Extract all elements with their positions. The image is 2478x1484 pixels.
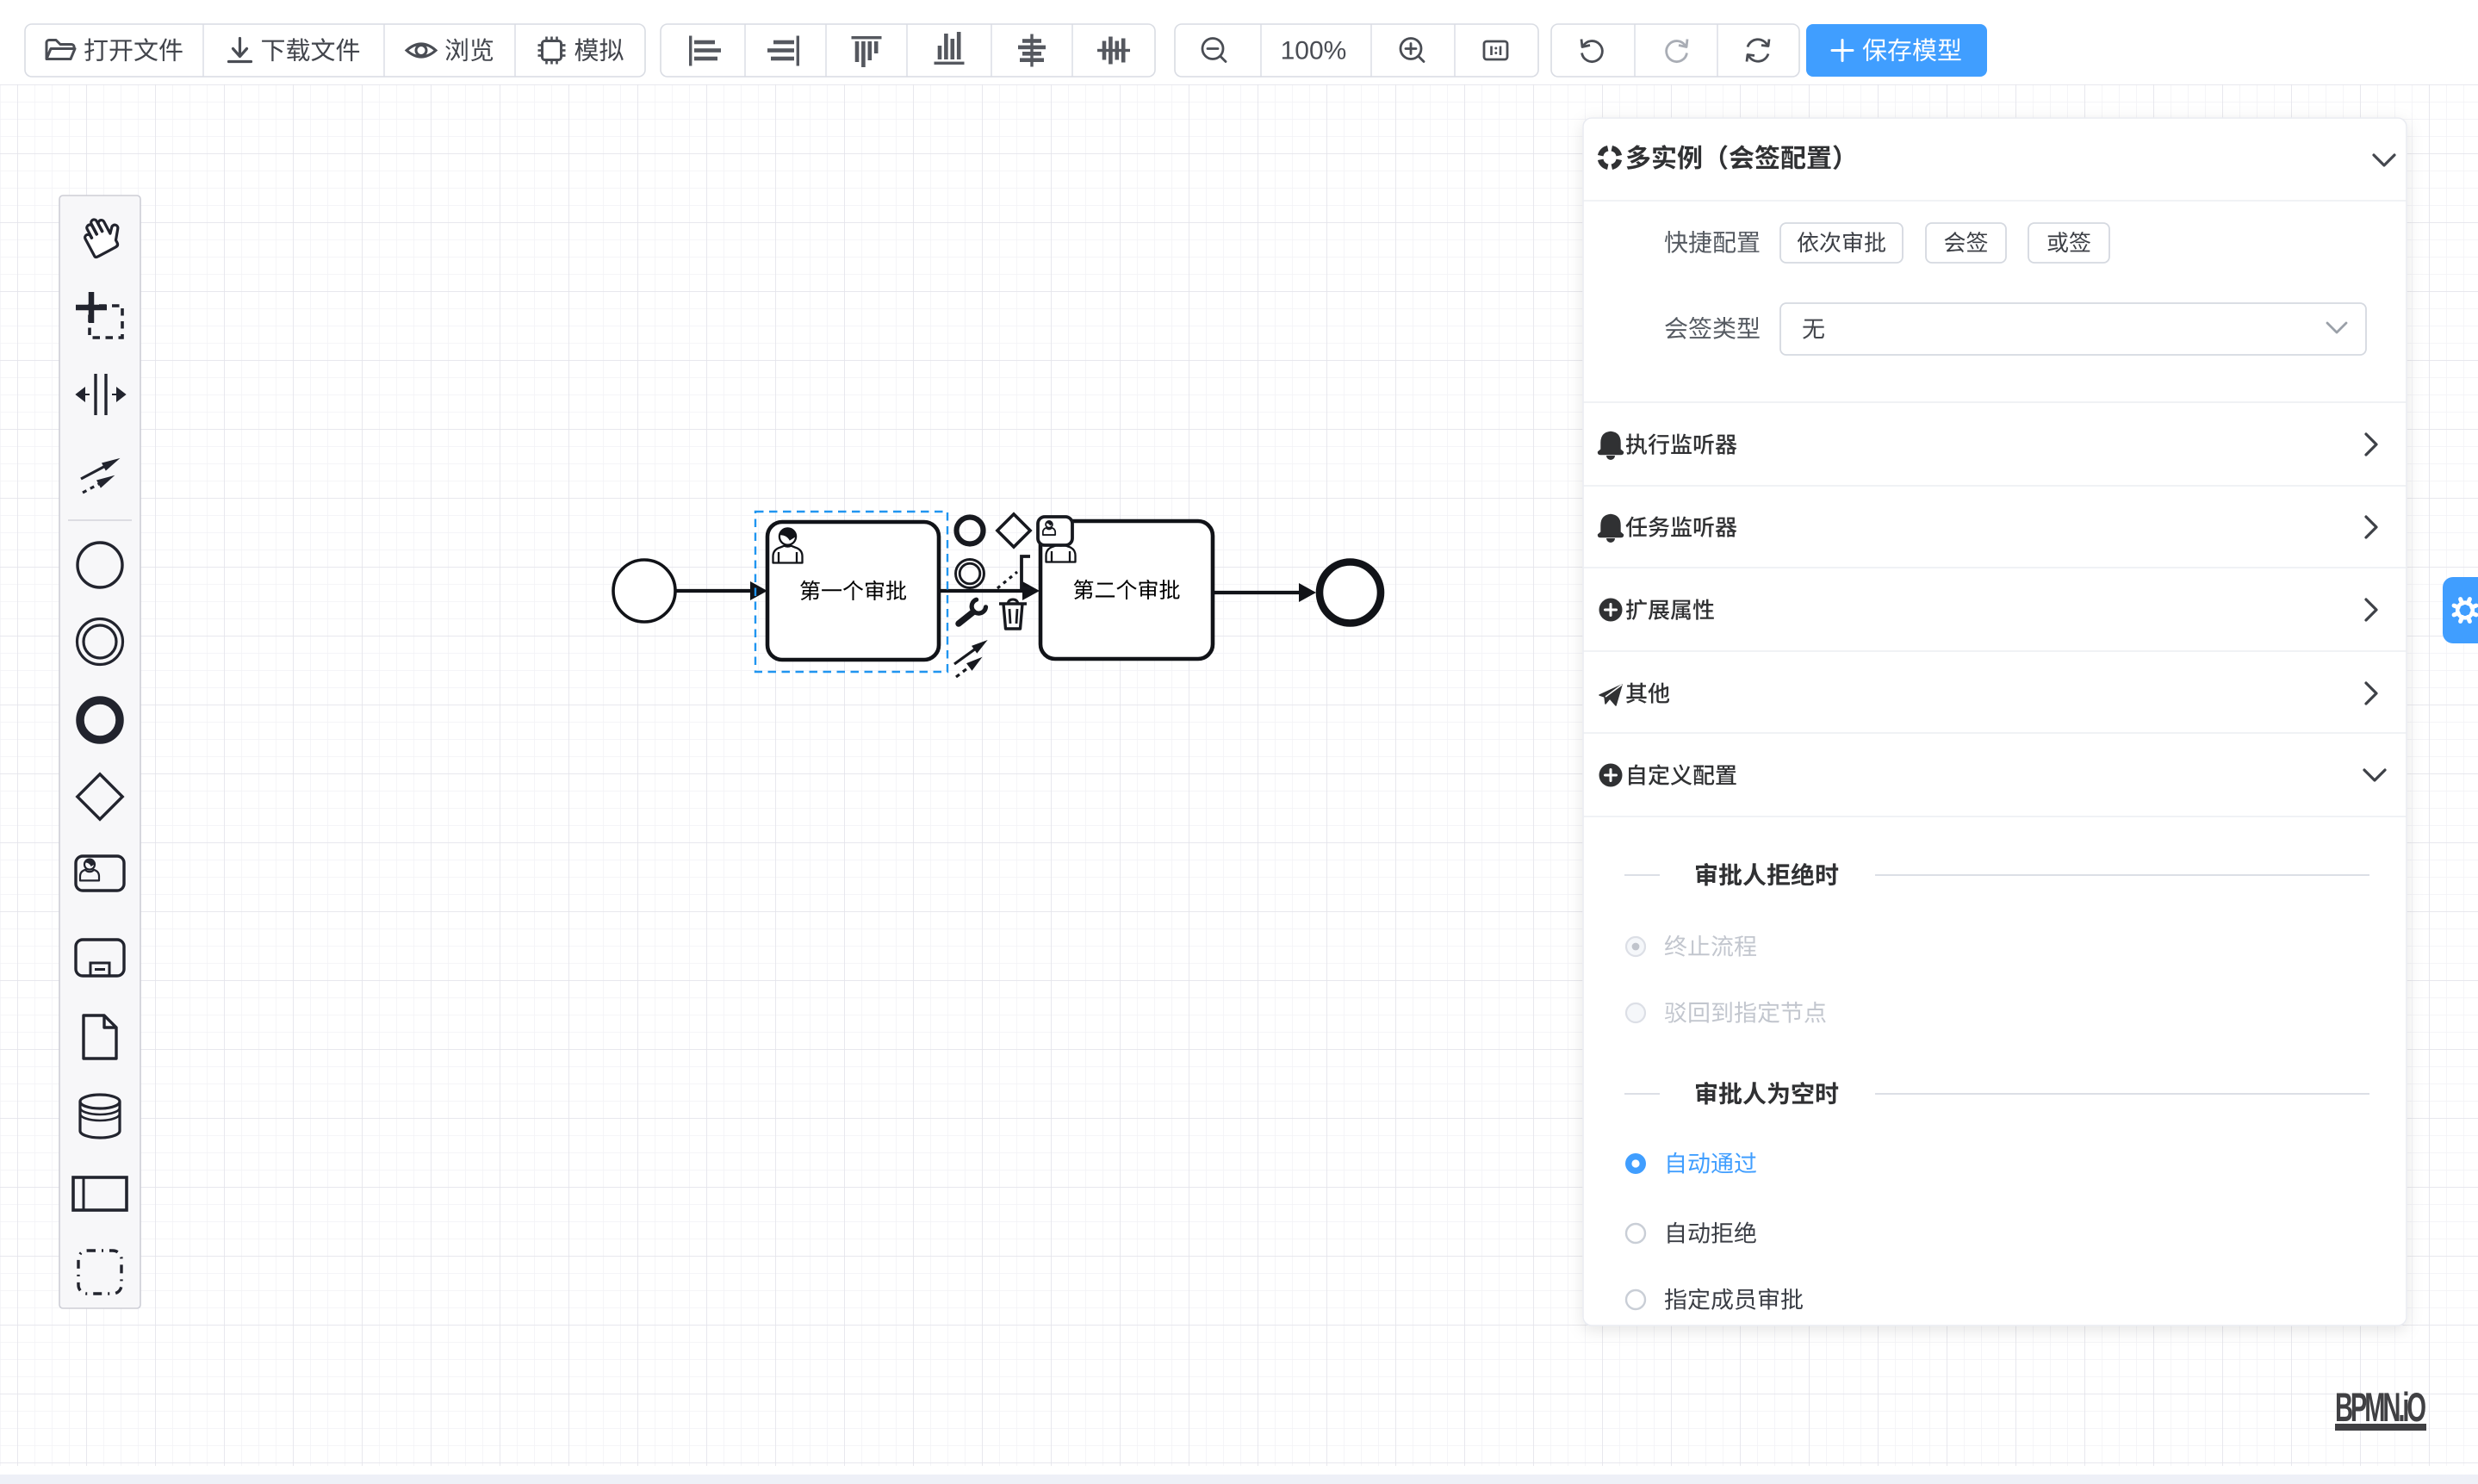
svg-text:BPMN.iO: BPMN.iO — [2335, 1386, 2426, 1431]
svg-text:100%: 100% — [1281, 37, 1347, 65]
